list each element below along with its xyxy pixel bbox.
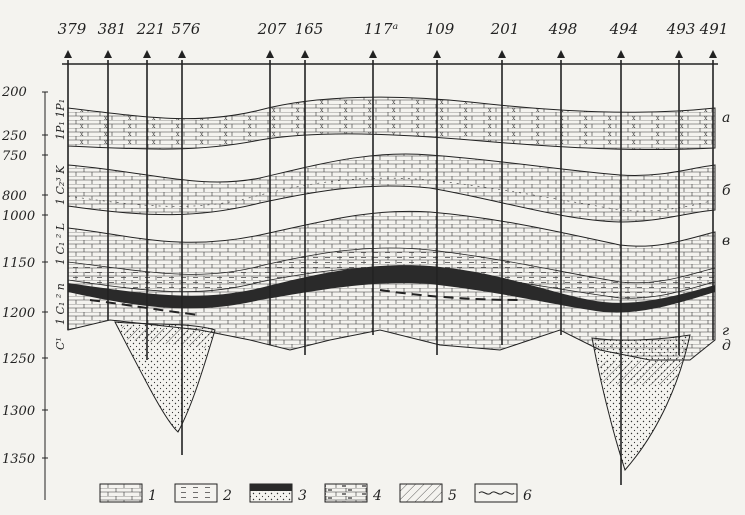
depth-label: 1000 bbox=[2, 209, 35, 224]
depth-axis: 200 250 750 800 1000 1150 1200 1250 1300… bbox=[1, 85, 48, 500]
depth-label: 1200 bbox=[2, 306, 35, 321]
strat-label: 1P₁ 1P₁ bbox=[54, 99, 67, 140]
wavy-line-pattern bbox=[474, 483, 518, 503]
legend-label: 2 bbox=[222, 488, 232, 504]
coal-seam bbox=[68, 265, 715, 313]
depth-label: 800 bbox=[2, 189, 27, 204]
well-label: 109 bbox=[426, 20, 455, 38]
horizon-label: в bbox=[722, 233, 730, 249]
legend-label: 6 bbox=[523, 488, 532, 504]
strat-label: 1 C₂³ K bbox=[54, 165, 67, 205]
valley-fill-east bbox=[591, 334, 691, 471]
limestone-pattern bbox=[99, 483, 143, 503]
depth-label: 1150 bbox=[2, 256, 35, 271]
well-label: 207 bbox=[257, 20, 287, 38]
clay-pattern bbox=[174, 483, 218, 503]
well-label: 379 bbox=[58, 20, 87, 38]
strat-label: C¹ bbox=[54, 337, 67, 350]
legend-label: 1 bbox=[148, 488, 157, 504]
well-label: 493 bbox=[666, 20, 696, 38]
hatched-pattern bbox=[399, 483, 443, 503]
kashirian-band bbox=[67, 153, 716, 223]
well-label: 491 bbox=[699, 20, 729, 38]
strat-labels: 1P₁ 1P₁ 1 C₂³ K 1 C₁ ² L 1 C₁ ² n C¹ bbox=[54, 99, 67, 350]
depth-label: 1350 bbox=[2, 452, 35, 467]
well-label: 494 bbox=[609, 20, 639, 38]
depth-label: 1300 bbox=[2, 404, 35, 419]
clay-layer bbox=[67, 247, 716, 299]
strat-label: 1 C₁ ² L bbox=[54, 223, 67, 265]
horizon-label: г bbox=[722, 323, 729, 339]
depth-label: 750 bbox=[2, 149, 27, 164]
well-label: 117ᵃ bbox=[364, 20, 398, 38]
well-lines bbox=[67, 60, 714, 485]
well-label: 221 bbox=[136, 20, 166, 38]
well-label: 165 bbox=[295, 20, 324, 38]
horizon-label: а bbox=[722, 110, 730, 126]
legend-label: 5 bbox=[448, 488, 457, 504]
strat-label: 1 C₁ ² n bbox=[54, 283, 67, 325]
well-label: 576 bbox=[172, 20, 201, 38]
valley-fill-west bbox=[114, 321, 216, 433]
horizon-label: д bbox=[722, 338, 731, 354]
depth-label: 250 bbox=[1, 129, 27, 144]
legend: 1 2 3 4 5 6 bbox=[99, 483, 532, 504]
well-label: 201 bbox=[490, 20, 520, 38]
sandstone-pattern bbox=[249, 483, 293, 503]
marl-pattern bbox=[324, 483, 368, 503]
well-label: 498 bbox=[548, 20, 578, 38]
well-labels: 379 381 221 576 207 165 117ᵃ 109 201 498… bbox=[58, 20, 729, 38]
horizon-labels: а б в г д bbox=[722, 110, 731, 354]
legend-label: 3 bbox=[298, 488, 307, 504]
horizon-label: б bbox=[722, 183, 731, 199]
legend-label: 4 bbox=[372, 488, 382, 504]
depth-label: 1250 bbox=[2, 352, 35, 367]
depth-label: 200 bbox=[1, 85, 27, 100]
permian-band bbox=[67, 96, 716, 151]
well-arrowheads bbox=[64, 50, 717, 58]
well-label: 381 bbox=[98, 20, 127, 38]
